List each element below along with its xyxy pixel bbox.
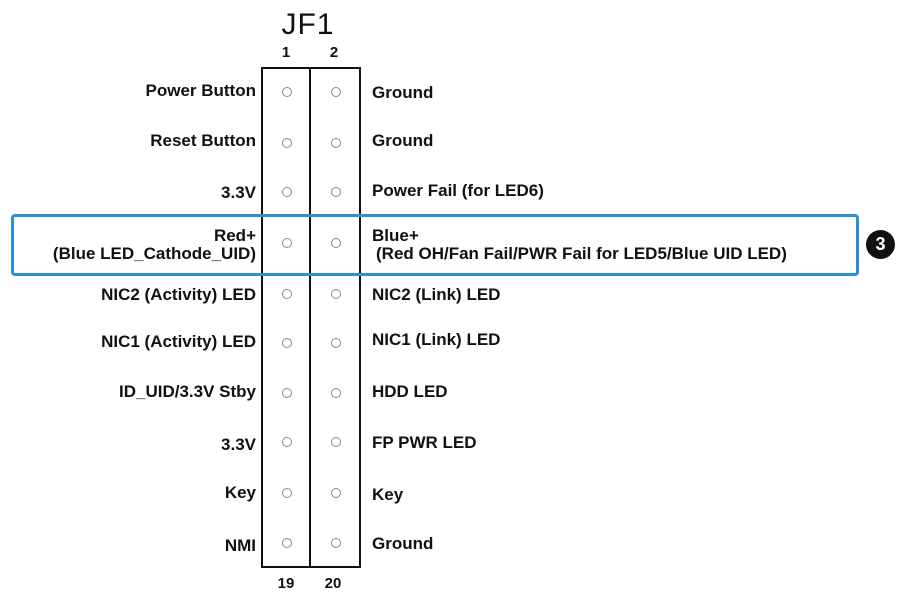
row-4-left-label: Red+ (Blue LED_Cathode_UID) xyxy=(53,227,256,263)
row-8-right-label: FP PWR LED xyxy=(372,433,477,452)
row-1-right-label: Ground xyxy=(372,83,434,102)
row-5-left-label: NIC2 (Activity) LED xyxy=(101,285,256,304)
row-10-right-label: Ground xyxy=(372,534,434,553)
pin-18 xyxy=(331,488,341,498)
pin-13 xyxy=(282,388,292,398)
row-4-right-line-2: (Red OH/Fan Fail/PWR Fail for LED5/Blue … xyxy=(376,244,787,263)
pin-7 xyxy=(282,238,292,248)
row-4-right-line-1: Blue+ xyxy=(372,226,419,245)
pin-16 xyxy=(331,437,341,447)
row-3-right-label: Power Fail (for LED6) xyxy=(372,181,544,200)
row-3-left-label: 3.3V xyxy=(221,183,256,202)
pin-number-2: 2 xyxy=(329,44,339,61)
pin-8 xyxy=(331,238,341,248)
pin-5 xyxy=(282,187,292,197)
row-8-left-label: 3.3V xyxy=(221,435,256,454)
row-1-left-label: Power Button xyxy=(145,81,257,100)
callout-badge: 3 xyxy=(866,230,895,259)
pin-number-19: 19 xyxy=(277,575,295,592)
row-6-right-label: NIC1 (Link) LED xyxy=(372,330,501,349)
pin-9 xyxy=(282,289,292,299)
row-10-left-label: NMI xyxy=(224,536,256,555)
row-4-left-line-2: (Blue LED_Cathode_UID) xyxy=(52,244,256,263)
pin-4 xyxy=(331,138,341,148)
pin-3 xyxy=(282,138,292,148)
pin-12 xyxy=(331,338,341,348)
row-7-left-label: ID_UID/3.3V Stby xyxy=(119,382,256,401)
pin-10 xyxy=(331,289,341,299)
row-4-right-label: Blue+ (Red OH/Fan Fail/PWR Fail for LED5… xyxy=(372,227,787,263)
jf1-center-divider xyxy=(309,67,311,568)
row-6-left-label: NIC1 (Activity) LED xyxy=(101,332,256,351)
row-9-right-label: Key xyxy=(372,485,404,504)
pin-20 xyxy=(331,538,341,548)
pin-1 xyxy=(282,87,292,97)
pin-19 xyxy=(282,538,292,548)
pin-2 xyxy=(331,87,341,97)
row-2-right-label: Ground xyxy=(372,131,434,150)
jf1-header-outline xyxy=(261,67,361,568)
pin-6 xyxy=(331,187,341,197)
row-7-right-label: HDD LED xyxy=(372,382,448,401)
pin-14 xyxy=(331,388,341,398)
pin-15 xyxy=(282,437,292,447)
pin-11 xyxy=(282,338,292,348)
pin-number-20: 20 xyxy=(324,575,342,592)
pin-17 xyxy=(282,488,292,498)
row-4-left-line-1: Red+ xyxy=(213,226,256,245)
row-2-left-label: Reset Button xyxy=(150,131,256,150)
header-title: JF1 xyxy=(281,8,335,41)
pin-number-1: 1 xyxy=(281,44,291,61)
row-5-right-label: NIC2 (Link) LED xyxy=(372,285,501,304)
row-9-left-label: Key xyxy=(224,483,256,502)
highlight-box xyxy=(11,214,859,276)
